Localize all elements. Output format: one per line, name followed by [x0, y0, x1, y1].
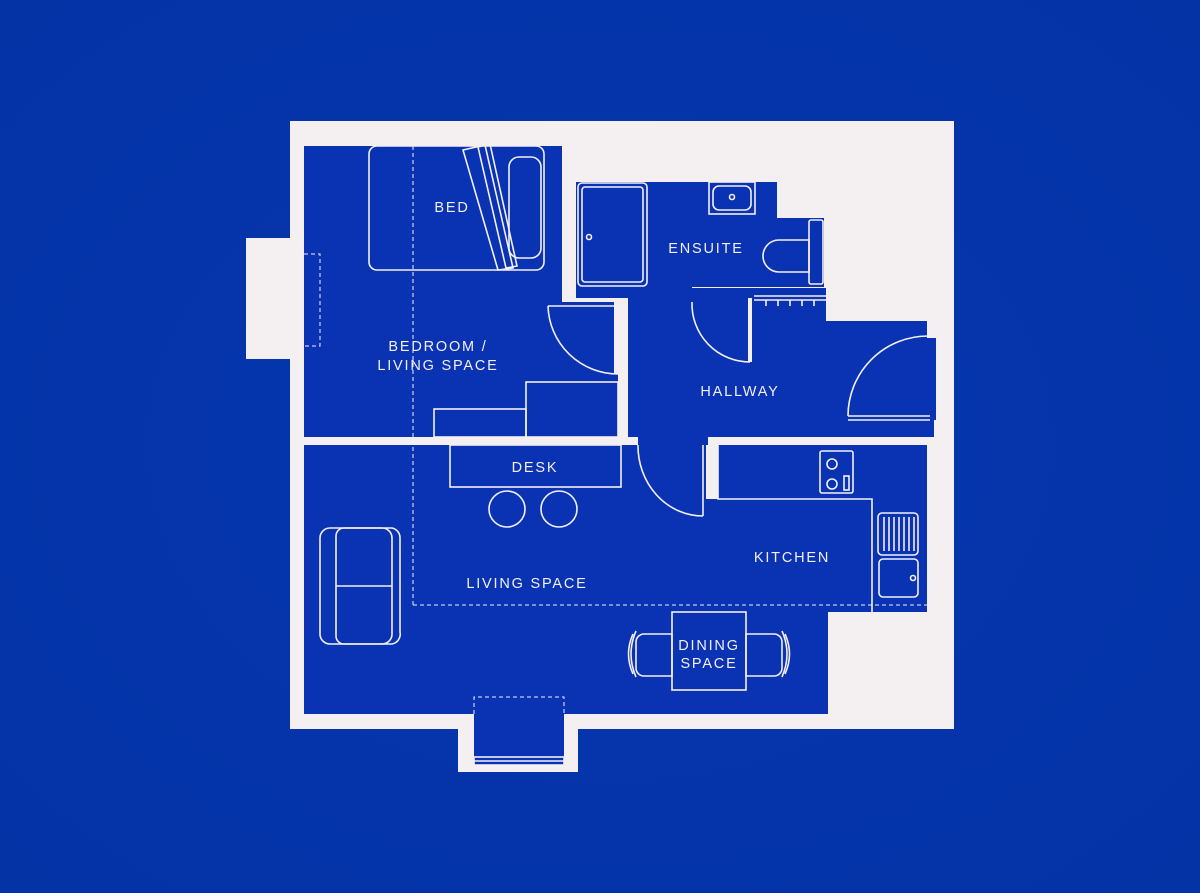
- hob-icon: [819, 450, 854, 494]
- dining-label-line1: DINING: [678, 638, 740, 654]
- toilet-icon: [762, 219, 824, 285]
- zone-dividers: [290, 146, 927, 714]
- living-label: LIVING SPACE: [466, 576, 587, 592]
- dining-label-line2: SPACE: [680, 656, 737, 672]
- ensuite-area: [576, 182, 824, 298]
- side-unit-icon: [433, 408, 527, 438]
- hallway-label: HALLWAY: [700, 384, 779, 400]
- living-area: [304, 437, 927, 714]
- desk-label: DESK: [512, 460, 559, 476]
- shower-icon: [577, 182, 648, 287]
- chair-icon: [627, 630, 791, 678]
- sink-icon: [708, 181, 756, 215]
- window-icon: [251, 255, 565, 766]
- bedroom-label-line1: BEDROOM /: [388, 339, 487, 355]
- entrance-recess: [926, 338, 936, 420]
- kitchen-label: KITCHEN: [754, 550, 830, 566]
- room-interiors: [304, 146, 936, 765]
- kitchen-sink-icon: [878, 558, 919, 598]
- bed-icon: [368, 143, 545, 271]
- drainer-icon: [877, 512, 919, 556]
- hallway-area: [628, 288, 934, 437]
- bedroom-label-line2: LIVING SPACE: [377, 358, 498, 374]
- bed-label: BED: [434, 200, 469, 216]
- desk-icon: [449, 444, 622, 488]
- bedroom-area: [304, 146, 618, 437]
- radiator-icon: [754, 295, 826, 306]
- kitchen-counter: [717, 445, 873, 612]
- ensuite-label: ENSUITE: [668, 241, 743, 257]
- door-swing-icon: [547, 301, 930, 517]
- bottom-window-recess: [474, 697, 564, 765]
- stool-icon: [488, 490, 578, 528]
- sofa-icon: [319, 527, 402, 645]
